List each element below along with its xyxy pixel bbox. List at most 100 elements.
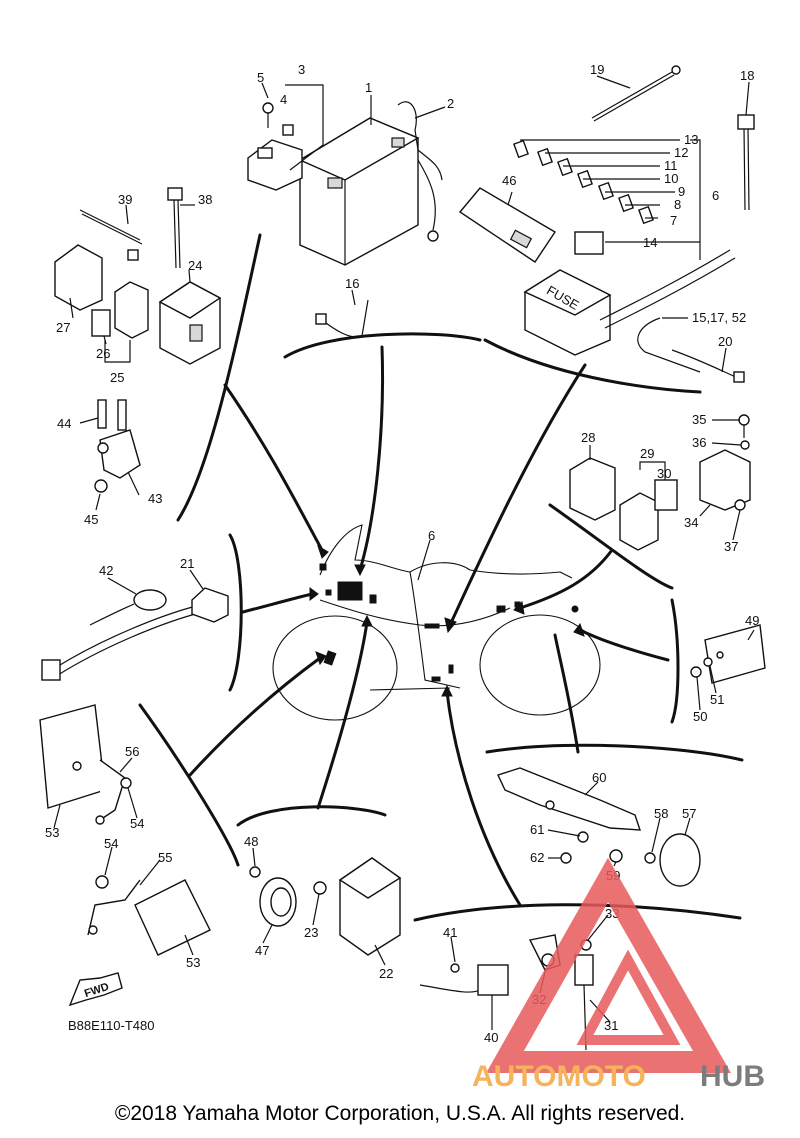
callout-10: 10 [664,171,678,186]
group-bracket-relays [176,233,262,522]
callout-56: 56 [125,744,139,759]
group-bracket-reflector [138,703,240,867]
callout-44: 44 [57,416,71,431]
callout-19: 19 [590,62,604,77]
callout-54-lower: 54 [104,836,118,851]
leader-line-harness [241,592,314,614]
callout-9: 9 [678,184,685,199]
wire-16 [321,299,369,338]
callout-23: 23 [304,925,318,940]
callout-61: 61 [530,822,544,837]
battery [298,117,420,266]
cable-tie-18 [743,127,746,211]
callout-24: 24 [188,258,202,273]
leader-line-horn [316,620,369,810]
leader-line-plate [553,633,580,754]
callout-14: 14 [643,235,657,250]
callout-20: 20 [718,334,732,349]
arrow-head [317,544,329,559]
callout-58: 58 [654,806,668,821]
battery-location-mark [337,581,363,601]
arrow-head [441,684,453,697]
callout-6: 6 [712,188,719,203]
arrow-head [309,587,319,601]
callout-21: 21 [180,556,194,571]
callout-41: 41 [443,925,457,940]
fuse-box-cover [458,187,556,263]
callout-60: 60 [592,770,606,785]
relay-group-left [54,187,222,365]
battery-cable-positive [397,101,443,181]
leader-line-fuse [448,363,587,627]
leader-line-rear [578,628,670,662]
callout-29: 29 [640,446,654,461]
callout-46: 46 [502,173,516,188]
callout-6-harness: 6 [428,528,435,543]
ecu [313,857,402,956]
motorcycle-outline [272,524,601,721]
callout-36: 36 [692,435,706,450]
callout-13: 13 [684,132,698,147]
callout-7: 7 [670,213,677,228]
callout-28: 28 [581,430,595,445]
arrow-head [315,651,327,666]
parts-diagram: FUSE [39,62,766,1093]
callout-3: 3 [298,62,305,77]
group-bracket-rear [670,598,680,724]
group-bracket-sensor [413,903,742,922]
callout-30: 30 [657,466,671,481]
arrow-head [361,614,373,627]
reflector-lower [87,875,211,956]
callout-45: 45 [84,512,98,527]
group-bracket-battery [283,332,482,359]
callout-leaders [53,75,755,1030]
callout-8: 8 [674,197,681,212]
callout-37: 37 [724,539,738,554]
wire-20 [671,349,739,379]
callout-40: 40 [484,1030,498,1045]
callout-50: 50 [693,709,707,724]
group-bracket-plate [485,743,744,762]
group-bracket-fuse [483,338,702,394]
watermark-text-main: AUTOMOTO [472,1060,646,1093]
callout-48: 48 [244,834,258,849]
leader-line-relays-right [518,548,614,610]
cable-tie-19 [591,71,673,119]
callout-39: 39 [118,192,132,207]
watermark-text-hub: HUB [700,1060,765,1093]
diagram-code: B88E110-T480 [68,1018,155,1033]
leader-line-sensor [445,690,522,907]
callout-15-17-52: 15,17, 52 [692,310,746,325]
wire-harness-sub [599,249,731,321]
callout-57: 57 [682,806,696,821]
callout-numbers: 1 2 3 4 5 6 6 7 8 9 10 11 12 13 14 15,17… [45,62,759,1045]
callout-53-upper: 53 [45,825,59,840]
callout-35: 35 [692,412,706,427]
leader-25 [104,340,131,363]
arrow-head [354,564,366,577]
callout-25: 25 [110,370,124,385]
fwd-arrow-icon: FWD [68,972,123,1007]
speed-sensor [94,399,141,493]
callout-51: 51 [710,692,724,707]
wire-15 [637,317,701,373]
callout-22: 22 [379,966,393,981]
watermark-triangle-icon [486,857,731,1073]
fuse-box: FUSE [523,269,612,356]
group-bracket-horn [236,805,387,827]
callout-26: 26 [96,346,110,361]
callout-4: 4 [280,92,287,107]
callout-54-upper: 54 [130,816,144,831]
callout-16: 16 [345,276,359,291]
watermark-logo: AUTOMOTO HUB [472,857,765,1093]
horn [249,866,297,927]
callout-55: 55 [158,850,172,865]
leader-line-battery [358,345,385,572]
leader-line-reflector [188,656,322,777]
callout-5: 5 [257,70,264,85]
callout-53-lower: 53 [186,955,200,970]
callout-18: 18 [740,68,754,83]
callout-31: 31 [604,1018,618,1033]
callout-62: 62 [530,850,544,865]
callout-47: 47 [255,943,269,958]
